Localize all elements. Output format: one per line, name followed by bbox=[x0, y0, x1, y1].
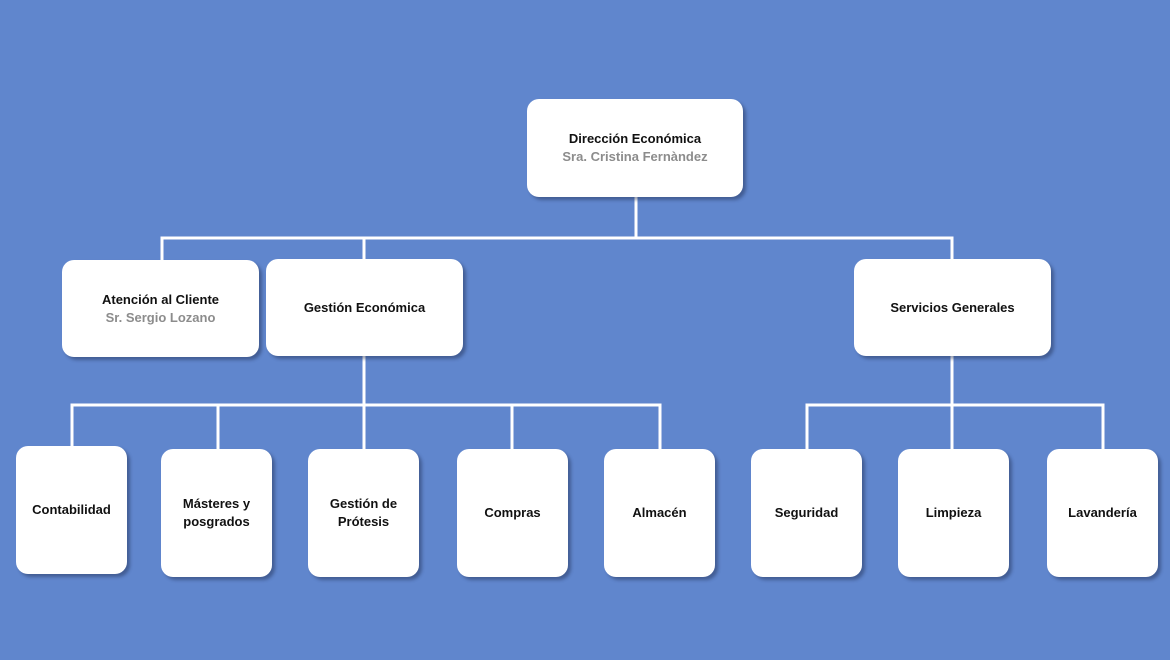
node-title: Gestión Económica bbox=[303, 299, 426, 315]
node-title: Limpieza bbox=[925, 505, 982, 520]
node-masteres-y-posgrados: Másteres y posgrados bbox=[161, 449, 272, 577]
node-title: Almacén bbox=[632, 505, 687, 520]
node-gestion-de-protesis: Gestión de Prótesis bbox=[308, 449, 419, 577]
node-direccion-economica: Dirección Económica Sra. Cristina Fernàn… bbox=[527, 99, 743, 197]
node-servicios-generales: Servicios Generales bbox=[854, 259, 1051, 356]
node-seguridad: Seguridad bbox=[751, 449, 862, 577]
node-lavanderia: Lavandería bbox=[1047, 449, 1158, 577]
node-title: Dirección Económica bbox=[568, 131, 702, 146]
node-atencion-al-cliente: Atención al Cliente Sr. Sergio Lozano bbox=[62, 260, 259, 357]
node-title: Contabilidad bbox=[32, 502, 111, 517]
node-title: Atención al Cliente bbox=[101, 291, 220, 307]
node-title: Servicios Generales bbox=[890, 299, 1015, 315]
node-title: Compras bbox=[484, 505, 541, 520]
node-contabilidad: Contabilidad bbox=[16, 446, 127, 574]
node-compras: Compras bbox=[457, 449, 568, 577]
node-almacen: Almacén bbox=[604, 449, 715, 577]
node-title: Másteres y posgrados bbox=[182, 496, 251, 529]
node-person: Sra. Cristina Fernàndez bbox=[562, 149, 708, 164]
node-title: Lavandería bbox=[1068, 505, 1137, 520]
node-title: Gestión de Prótesis bbox=[329, 496, 398, 529]
node-person: Sr. Sergio Lozano bbox=[105, 309, 216, 325]
node-limpieza: Limpieza bbox=[898, 449, 1009, 577]
node-title: Seguridad bbox=[774, 505, 839, 520]
node-gestion-economica: Gestión Económica bbox=[266, 259, 463, 356]
